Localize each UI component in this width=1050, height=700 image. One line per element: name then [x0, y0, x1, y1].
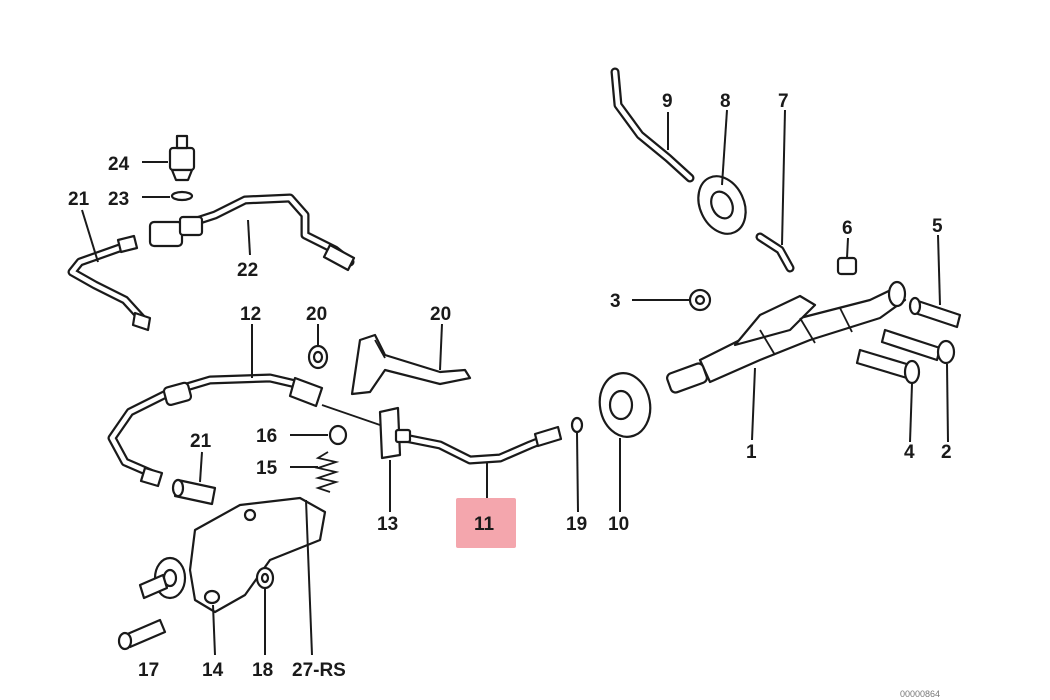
label-part-20-grommet: 20 — [306, 304, 327, 325]
highlight-box-11 — [456, 498, 516, 548]
label-part-18: 18 — [252, 660, 273, 681]
footer-code: 00000864 — [900, 689, 940, 699]
nut-3 — [688, 288, 712, 312]
bolt-5 — [908, 296, 962, 329]
label-part-7: 7 — [778, 91, 789, 112]
nut-6 — [836, 256, 858, 276]
label-part-6: 6 — [842, 218, 853, 239]
label-part-3: 3 — [610, 291, 621, 312]
label-part-23: 22 — [237, 260, 258, 281]
leader-lines — [81, 109, 949, 656]
hose-9 — [610, 67, 695, 183]
fitting-21 — [171, 478, 217, 506]
label-part-20-bracket: 20 — [430, 304, 451, 325]
cap-16 — [328, 424, 348, 446]
label-part-17: 17 — [138, 660, 159, 681]
bracket-20 — [350, 333, 472, 396]
label-part-8: 8 — [720, 91, 731, 112]
label-part-10: 10 — [608, 514, 629, 535]
bleed-screw-18 — [255, 566, 275, 590]
label-part-11: 11 — [474, 514, 495, 535]
bolt-17 — [117, 618, 167, 651]
seal-ring-24 — [170, 190, 194, 202]
label-part-25: 24 — [108, 154, 130, 175]
bolt-4 — [855, 348, 921, 385]
label-part-24: 23 — [108, 189, 129, 210]
slave-cylinder-14 — [138, 496, 327, 614]
label-part-12: 12 — [240, 304, 261, 325]
cover-8 — [697, 175, 747, 235]
spring-15 — [314, 451, 340, 493]
ring-19 — [570, 416, 584, 434]
bolt-2 — [880, 328, 956, 365]
pipe-22 — [67, 234, 152, 332]
seal-10 — [598, 372, 652, 438]
hose-7 — [755, 232, 795, 273]
label-part-27-rs: 27-RS — [292, 660, 346, 681]
master-cylinder-1 — [666, 280, 907, 394]
label-part-19: 19 — [566, 514, 587, 535]
pressure-switch-25 — [168, 134, 196, 182]
label-part-13: 13 — [377, 514, 398, 535]
label-part-9: 9 — [662, 91, 673, 112]
label-part-1: 1 — [746, 442, 757, 463]
bracket-13 — [378, 406, 412, 460]
label-part-16: 16 — [256, 426, 277, 447]
label-part-4: 4 — [904, 442, 915, 463]
label-part-21: 21 — [190, 431, 212, 452]
hose-12 — [107, 373, 324, 488]
label-part-2: 2 — [941, 442, 952, 463]
pipe-11 — [400, 425, 563, 465]
pipe-23 — [148, 193, 356, 272]
label-part-22: 21 — [68, 189, 90, 210]
label-part-5: 5 — [932, 216, 943, 237]
grommet-20 — [307, 344, 329, 370]
label-part-15: 15 — [256, 458, 278, 479]
label-part-14: 14 — [202, 660, 224, 681]
part-labels: 24 23 21 22 9 8 7 6 5 3 1 4 2 10 19 11 1… — [68, 91, 952, 681]
